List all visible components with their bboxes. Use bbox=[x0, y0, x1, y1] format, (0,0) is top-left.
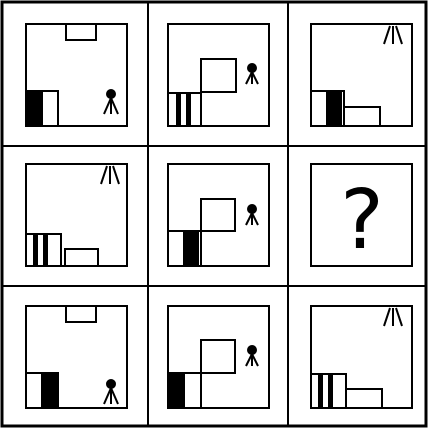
door-stripe-2 bbox=[186, 93, 191, 126]
panel-r2c3[interactable]: ? bbox=[311, 164, 412, 268]
floor-rug bbox=[344, 107, 380, 126]
door-black bbox=[169, 373, 185, 408]
wall-frame bbox=[201, 59, 236, 92]
door-stripe-1 bbox=[318, 374, 323, 408]
door-black bbox=[183, 231, 199, 266]
question-mark: ? bbox=[340, 173, 384, 268]
door-black bbox=[27, 91, 43, 126]
wall-frame bbox=[201, 340, 235, 373]
door-white bbox=[168, 93, 201, 126]
floor-rug bbox=[346, 389, 382, 408]
wall-frame bbox=[201, 199, 235, 231]
door-stripe-2 bbox=[43, 234, 48, 266]
ceiling-box bbox=[66, 306, 96, 322]
door-black bbox=[41, 373, 57, 408]
ceiling-box bbox=[66, 24, 96, 40]
door-black bbox=[326, 91, 342, 126]
door-stripe-1 bbox=[176, 93, 181, 126]
door-stripe-2 bbox=[328, 374, 333, 408]
door-stripe-1 bbox=[33, 234, 38, 266]
floor-rug bbox=[65, 249, 98, 266]
